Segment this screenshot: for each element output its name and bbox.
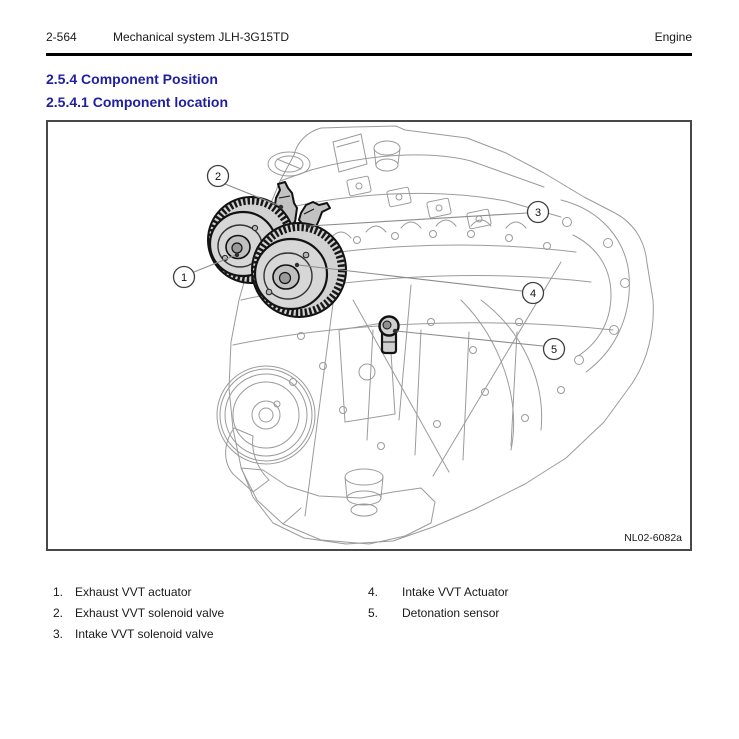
- svg-text:5: 5: [551, 344, 557, 356]
- engine-line-art: [216, 125, 654, 545]
- legend-label: Exhaust VVT actuator: [75, 585, 192, 599]
- svg-text:1: 1: [181, 272, 187, 284]
- callout-3: 3: [526, 200, 550, 224]
- leader-lines: [193, 183, 544, 347]
- page-number: 2-564: [46, 30, 77, 44]
- legend-item: 1. Exhaust VVT actuator: [53, 582, 368, 603]
- svg-text:4: 4: [530, 288, 536, 300]
- legend-item: 5. Detonation sensor: [368, 603, 692, 624]
- legend: 1. Exhaust VVT actuator 2. Exhaust VVT s…: [46, 582, 692, 645]
- header-section: Engine: [654, 30, 692, 44]
- legend-column-1: 1. Exhaust VVT actuator 2. Exhaust VVT s…: [53, 582, 368, 645]
- legend-number: 1.: [53, 585, 64, 599]
- svg-text:2: 2: [215, 171, 221, 183]
- legend-item: 4. Intake VVT Actuator: [368, 582, 692, 603]
- callout-4: 4: [521, 281, 545, 305]
- legend-item: 2. Exhaust VVT solenoid valve: [53, 603, 368, 624]
- header-title: Mechanical system JLH-3G15TD: [113, 30, 290, 44]
- callout-2: 2: [206, 164, 230, 188]
- legend-label: Detonation sensor: [402, 606, 500, 620]
- figure-code: NL02-6082a: [620, 532, 682, 544]
- legend-label: Exhaust VVT solenoid valve: [75, 606, 225, 620]
- legend-label: Intake VVT solenoid valve: [75, 627, 214, 641]
- svg-text:3: 3: [535, 207, 541, 219]
- legend-number: 2.: [53, 606, 64, 620]
- manual-page: 2-564 Mechanical system JLH-3G15TD Engin…: [46, 0, 692, 645]
- detonation-sensor: [378, 315, 400, 355]
- header-rule: [46, 53, 692, 56]
- figure-box: 1 2 3 4 5 NL02-6082a: [46, 120, 692, 551]
- legend-item: 3. Intake VVT solenoid valve: [53, 624, 368, 645]
- callout-5: 5: [542, 337, 566, 361]
- legend-number: 3.: [53, 627, 64, 641]
- callout-1: 1: [172, 265, 196, 289]
- legend-column-2: 4. Intake VVT Actuator 5. Detonation sen…: [368, 582, 692, 645]
- intake-vvt-actuator: [251, 222, 347, 318]
- legend-number: 5.: [368, 606, 379, 620]
- page-header: 2-564 Mechanical system JLH-3G15TD Engin…: [46, 30, 692, 44]
- engine-illustration: 1 2 3 4 5: [172, 125, 654, 545]
- legend-label: Intake VVT Actuator: [402, 585, 509, 599]
- legend-number: 4.: [368, 585, 379, 599]
- subsection-heading: 2.5.4.1 Component location: [46, 94, 229, 110]
- section-heading: 2.5.4 Component Position: [46, 71, 218, 87]
